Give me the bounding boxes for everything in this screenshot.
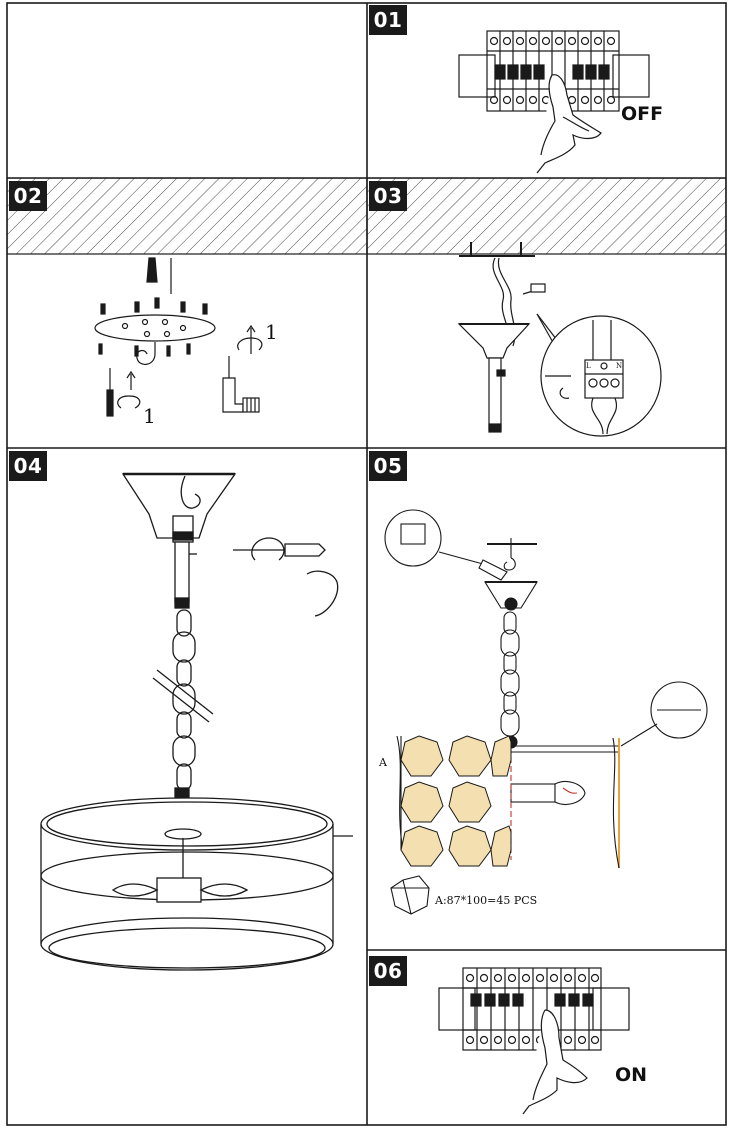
step-05-badge: 05 <box>369 451 407 481</box>
step-03-badge: 03 <box>369 181 407 211</box>
ceiling-hatch <box>367 178 726 255</box>
step-02-panel: 02 1 1 <box>7 178 367 448</box>
terminal-label-n: N <box>616 362 623 370</box>
step-01-panel: 01 <box>367 3 726 178</box>
step-04-badge: 04 <box>9 451 47 481</box>
ceiling-mount-illustration <box>7 178 367 417</box>
step-02-badge: 02 <box>9 181 47 211</box>
crystal-panel-label-a: A <box>379 756 387 769</box>
breaker-on-illustration <box>438 967 630 1115</box>
step-06-panel: 06 <box>367 950 726 1125</box>
on-label: ON <box>615 1064 648 1086</box>
ceiling-hatch <box>7 178 367 255</box>
step-06-badge: 06 <box>369 956 407 986</box>
chain-assembly-illustration <box>40 472 353 971</box>
step-01-badge: 01 <box>369 5 407 35</box>
step-05-panel: 05 A A:87*100=45 PCS <box>367 448 726 950</box>
rotation-label-right: 1 <box>265 320 278 344</box>
off-label: OFF <box>621 103 664 125</box>
rotation-label-left: 1 <box>143 404 156 428</box>
step-04-panel: 04 <box>7 448 367 1125</box>
step-03-panel: 03 L N <box>367 178 726 448</box>
crystal-assembly-illustration <box>384 509 708 915</box>
breaker-off-illustration <box>458 30 650 174</box>
wiring-connection-illustration <box>367 178 726 437</box>
crystal-count-label: A:87*100=45 PCS <box>435 894 538 907</box>
terminal-label-l: L <box>586 362 591 370</box>
